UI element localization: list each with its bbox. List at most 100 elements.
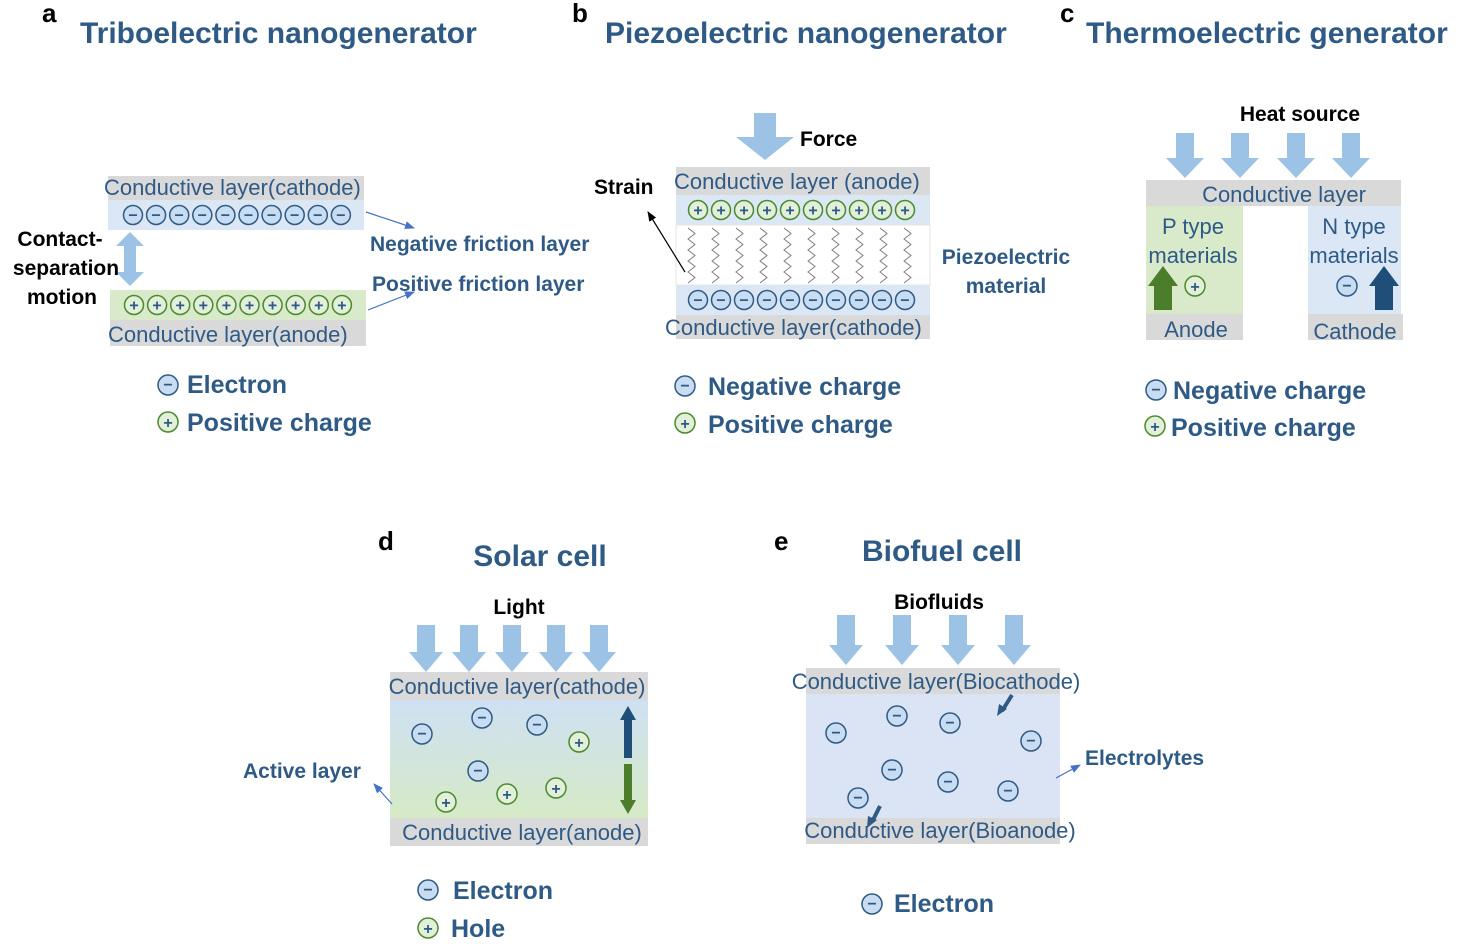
light-arrows [409,625,616,672]
svg-text:+: + [1150,419,1159,436]
thermo-conductive-label: Conductive layer [1202,182,1366,207]
electron-icon [939,712,961,734]
svg-text:+: + [176,298,185,315]
positive-charge-icon [871,199,893,221]
panel-e: e Biofuel cell Biofluids Conductive laye… [774,526,1204,918]
tribo-cathode-layer [108,176,364,200]
positive-charge-icon [687,199,709,221]
positive-charge-icon [779,199,801,221]
svg-text:+: + [222,298,231,315]
electron-icon [1020,730,1042,752]
electron-icon [330,204,352,226]
positive-layer-pointer [367,291,415,311]
svg-text:+: + [900,203,909,220]
electron-flow-arrow-icon [620,706,636,758]
solar-anode-layer [390,818,648,846]
hole-icon [496,783,518,805]
panel-d: d Solar cell Light Conductive layer(cath… [243,526,648,943]
zigzag-line [807,227,816,284]
legend-d-electron: Electron [453,877,553,905]
positive-charge-icon [710,199,732,221]
p-type-line1: P type [1162,214,1224,239]
solar-active-layer [390,700,648,818]
zigzag-line [855,227,864,284]
legend-a-positive: Positive charge [187,409,372,437]
motion-label-line1: Contact- [17,228,102,251]
svg-text:+: + [739,203,748,220]
heat-arrow-icon [1221,133,1259,178]
electron-icon [881,759,903,781]
bioanode-label: Conductive layer(Bioanode) [804,818,1076,843]
svg-text:+: + [680,416,689,433]
solar-charges: − − − − + + + + [411,707,590,813]
svg-text:−: − [853,790,862,807]
svg-text:−: − [175,208,184,225]
electron-icon [417,879,439,901]
tribo-anode-label: Conductive layer(anode) [108,322,348,347]
panel-d-letter: d [378,526,394,556]
solar-anode-label: Conductive layer(anode) [402,820,642,845]
piezo-material-block [675,224,931,286]
svg-text:−: − [221,208,230,225]
electron-icon [122,204,144,226]
biofluid-arrow-icon [829,615,863,665]
legend-b: − Negative charge + Positive charge [674,373,901,439]
svg-text:−: − [808,293,817,310]
panel-b-title: Piezoelectric nanogenerator [605,17,1007,50]
solar-cathode-layer [390,672,648,700]
piezo-electron-row: −−−−−−−−−− [687,289,916,311]
electron-icon [779,289,801,311]
svg-text:−: − [244,208,253,225]
svg-text:+: + [152,298,161,315]
svg-text:−: − [887,762,896,779]
positive-charge-icon [146,294,168,316]
svg-text:+: + [551,781,560,798]
legend-c-negative: Negative charge [1173,377,1366,405]
electron-flow-arrow-icon [1369,266,1399,310]
electron-icon [710,289,732,311]
positive-charge-icon [1184,275,1206,297]
electron-icon [168,204,190,226]
svg-text:−: − [532,717,541,734]
svg-text:−: − [716,293,725,310]
svg-text:−: − [892,708,901,725]
panel-d-title: Solar cell [473,540,606,573]
positive-charge-icon [169,294,191,316]
svg-text:−: − [831,725,840,742]
svg-text:+: + [245,298,254,315]
bioanode-arrow-head-icon [867,816,877,828]
svg-text:−: − [877,293,886,310]
electron-icon [1336,275,1358,297]
legend-e: − Electron [861,890,994,918]
light-label: Light [493,596,544,619]
legend-c-positive: Positive charge [1171,414,1356,442]
heat-arrow-icon [1332,133,1370,178]
svg-text:−: − [128,208,137,225]
hole-flow-arrow-icon [620,764,636,814]
electrolyte-chamber [806,694,1060,818]
legend-a: − Electron + Positive charge [157,371,372,437]
svg-text:+: + [163,415,172,432]
svg-text:−: − [945,715,954,732]
n-type-line2: materials [1309,243,1398,268]
svg-text:+: + [574,735,583,752]
tribo-cathode-label: Conductive layer(cathode) [104,175,361,200]
thermo-anode-block [1146,314,1243,340]
panel-a-letter: a [42,0,57,28]
svg-text:+: + [854,203,863,220]
electron-icon [467,760,489,782]
electron-icon [847,787,869,809]
positive-charge-icon [239,294,260,316]
positive-charge-icon [825,199,847,221]
electron-icon [802,289,824,311]
motion-label-line2: separation [13,257,119,280]
zigzag-line [831,227,840,284]
positive-charge-icon [157,411,179,433]
electron-icon [526,714,548,736]
electron-icon [756,289,778,311]
svg-text:+: + [423,921,432,938]
svg-text:+: + [291,298,300,315]
piezo-cathode-label: Conductive layer(cathode) [665,315,922,340]
thermo-conductive-layer [1146,180,1401,206]
biocathode-label: Conductive layer(Biocathode) [792,669,1081,694]
